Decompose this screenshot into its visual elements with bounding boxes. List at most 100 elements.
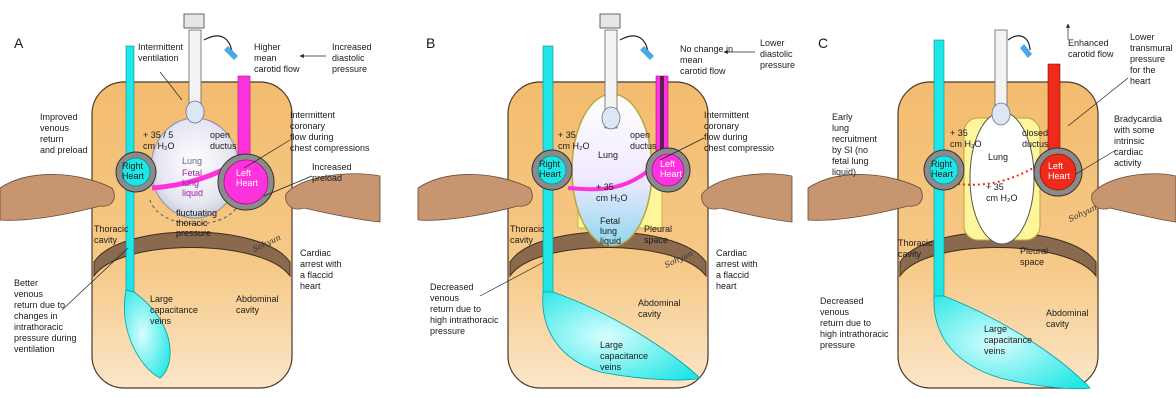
ann-a-hm-l2: mean: [254, 53, 277, 63]
ann-c-lt-l4: for the: [1130, 65, 1156, 75]
ann-c-lv-l1: Large: [984, 324, 1007, 334]
fe-b-l2: lung: [600, 226, 617, 236]
ann-b-tc-l1: Thoracic: [510, 224, 545, 234]
ann-cardiac-arrest-b: Cardiacarrest witha flaccidheart: [716, 248, 758, 291]
tube-balloon-c: [992, 103, 1010, 125]
ann-c-el-l1: Early: [832, 112, 853, 122]
lh-c-l2: Heart: [1048, 171, 1071, 181]
pt-b-l1: + 35: [558, 130, 576, 140]
ann-a-id-l1: Increased: [332, 42, 372, 52]
ann-a-ic-l3: flow during: [290, 132, 334, 142]
ann-a-bv-l2: venous: [14, 289, 44, 299]
ann-b-ab-l2: cavity: [638, 309, 662, 319]
panel-letter-c: C: [818, 35, 828, 51]
ann-intermittent-ventilation-a: Intermittentventilation: [138, 42, 184, 63]
ann-a-lv-l1: Large: [150, 294, 173, 304]
ann-a-iv-l1: Intermittent: [138, 42, 184, 52]
ann-c-dv-l3: return due to: [820, 318, 871, 328]
ann-a-bv-l3: return due to: [14, 300, 65, 310]
ann-c-el-l6: liquid): [832, 167, 856, 177]
lh-c-l1: Left: [1048, 161, 1064, 171]
ann-c-pl-l1: Pleural: [1020, 246, 1048, 256]
ductus-label-c: closedductus: [1022, 128, 1049, 149]
ann-b-ld-l2: diastolic: [760, 49, 793, 59]
ann-pleural-c: Pleuralspace: [1020, 246, 1048, 267]
lung-label-c: Lung: [988, 152, 1008, 162]
ann-a-ip-l2: preload: [312, 173, 342, 183]
pt-c-l2: cm H₂O: [950, 139, 982, 149]
ann-no-change-b: No change inmeancarotid flow: [680, 44, 733, 76]
ann-b-ic-l3: flow during: [704, 132, 748, 142]
fl-a-l3: pressure: [176, 228, 211, 238]
ann-c-br-l2: with some: [1113, 125, 1155, 135]
ann-a-ip-l1: Increased: [312, 162, 352, 172]
ann-a-hm-l1: Higher: [254, 42, 281, 52]
rh-b-l2: Heart: [539, 169, 562, 179]
ann-a-ca-l3: a flaccid: [300, 270, 333, 280]
ann-a-lv-l3: veins: [150, 316, 172, 326]
ann-c-ab-l2: cavity: [1046, 319, 1070, 329]
ann-b-pl-l2: space: [644, 235, 668, 245]
ann-a-iv2-l2: venous: [40, 123, 70, 133]
panel-c: C Sohyun + 35cm H₂O closedductus Lung + …: [808, 24, 1176, 389]
panel-letter-b: B: [426, 35, 435, 51]
ann-a-hm-l3: carotid flow: [254, 64, 300, 74]
ann-b-ca-l1: Cardiac: [716, 248, 748, 258]
ann-c-el-l3: recruitment: [832, 134, 878, 144]
ventilator-b: [600, 14, 620, 28]
ann-c-br-l5: activity: [1114, 158, 1142, 168]
ann-c-lv-l3: veins: [984, 346, 1006, 356]
ann-b-dv-l5: pressure: [430, 326, 465, 336]
ann-a-iv2-l4: and preload: [40, 145, 88, 155]
ann-c-lv-l2: capacitance: [984, 335, 1032, 345]
fetal-a-l1: Fetal: [182, 168, 202, 178]
ann-c-el-l5: fetal lung: [832, 156, 869, 166]
lh-b-l2: Heart: [660, 169, 683, 179]
ann-b-dv-l3: return due to: [430, 304, 481, 314]
ann-a-ca-l2: arrest with: [300, 259, 342, 269]
ann-c-ec-l1: Enhanced: [1068, 38, 1109, 48]
lh-a-l2: Heart: [236, 178, 259, 188]
rh-a-l1: Right: [122, 161, 144, 171]
ventilator-a: [184, 14, 204, 28]
rh-a-l2: Heart: [122, 171, 145, 181]
pressure-a-l2: cm H₂O: [143, 141, 175, 151]
ann-b-lv-l1: Large: [600, 340, 623, 350]
pm-c-l2: cm H₂O: [986, 193, 1018, 203]
ann-early-lung-c: Earlylungrecruitmentby SI (nofetal lungl…: [832, 112, 878, 177]
pm-b-l1: + 35: [596, 182, 614, 192]
ann-a-lv-l2: capacitance: [150, 305, 198, 315]
ann-a-ab-l1: Abdominal: [236, 294, 279, 304]
ann-a-iv-l2: ventilation: [138, 53, 179, 63]
ann-c-dv-l2: venous: [820, 307, 850, 317]
ann-a-iv2-l3: return: [40, 134, 64, 144]
lh-b-l1: Left: [660, 159, 676, 169]
fe-b-l3: liquid: [600, 236, 621, 246]
ann-a-id-l2: diastolic: [332, 53, 365, 63]
ann-decreased-venous-c: Decreasedvenousreturn due tohigh intrath…: [820, 296, 889, 350]
ann-decreased-venous-b: Decreasedvenousreturn due tohigh intrath…: [430, 282, 499, 336]
ann-b-ic-l1: Intermittent: [704, 110, 750, 120]
ann-c-pl-l2: space: [1020, 257, 1044, 267]
ann-a-bv-l1: Better: [14, 278, 38, 288]
ann-b-dv-l4: high intrathoracic: [430, 315, 499, 325]
ann-b-ld-l3: pressure: [760, 60, 795, 70]
ann-b-ca-l2: arrest with: [716, 259, 758, 269]
ann-b-tc-l2: cavity: [510, 235, 534, 245]
pm-c-l1: + 35: [986, 182, 1004, 192]
fetal-a-l3: liquid: [182, 188, 203, 198]
du-b-l1: open: [630, 130, 650, 140]
ann-b-dv-l2: venous: [430, 293, 460, 303]
ann-c-lt-l3: pressure: [1130, 54, 1165, 64]
ann-a-bv-l6: pressure during: [14, 333, 77, 343]
ann-c-dv-l5: pressure: [820, 340, 855, 350]
ann-a-ab-l2: cavity: [236, 305, 260, 315]
ann-a-ic-l1: Intermittent: [290, 110, 336, 120]
ann-c-el-l4: by SI (no: [832, 145, 868, 155]
panel-b: B Sohyun + 35cm H₂O openductus Lung + 35…: [418, 14, 795, 388]
ann-b-lv-l3: veins: [600, 362, 622, 372]
ann-b-nc-l2: mean: [680, 55, 703, 65]
